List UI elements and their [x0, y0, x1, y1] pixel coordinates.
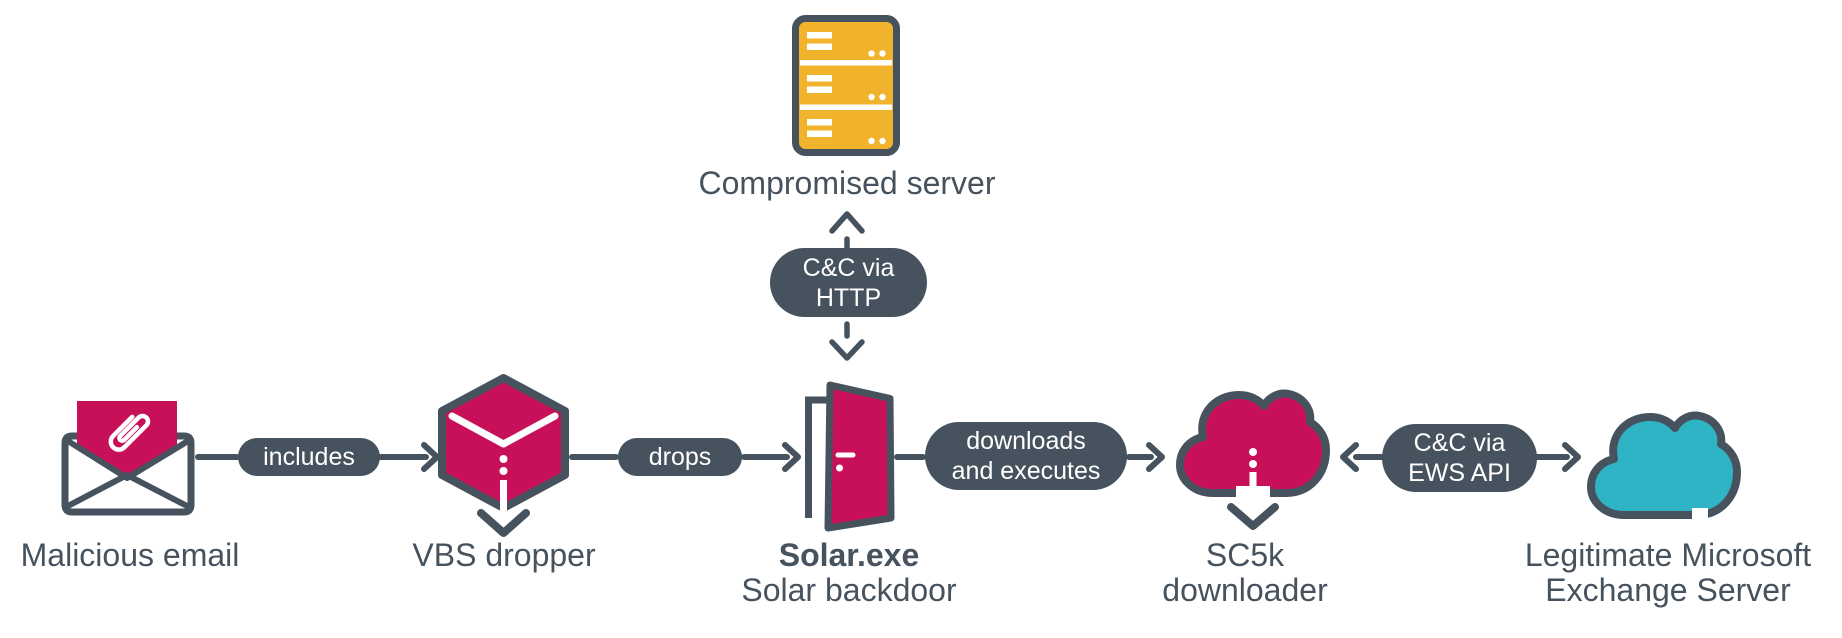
- downloads-line2: and executes: [951, 457, 1101, 485]
- includes-label: includes: [263, 443, 355, 471]
- sc5k-label-line1: SC5k: [1205, 537, 1285, 573]
- cc-ews-line1: C&C via: [1413, 429, 1506, 457]
- exchange-label-line1: Legitimate Microsoft: [1524, 537, 1812, 573]
- dropper-cube-icon: [438, 374, 569, 537]
- solar-exe-label: Solar.exe: [778, 537, 920, 573]
- paperclip-icon: [108, 413, 151, 452]
- email-attachment-icon: [61, 401, 195, 516]
- cloud-icon: [1587, 411, 1741, 522]
- malicious-email-label: Malicious email: [20, 537, 240, 573]
- arrow-includes-to-dropper: [378, 442, 440, 472]
- downloads-line1: downloads: [966, 427, 1086, 455]
- edge-pill-cc-ews: C&C via EWS API: [1382, 424, 1537, 492]
- dashed-arrow-up-to-server: [829, 211, 865, 254]
- edge-pill-drops: drops: [618, 438, 742, 476]
- compromised-server-label: Compromised server: [698, 165, 996, 201]
- edge-pill-downloads-executes: downloads and executes: [925, 422, 1127, 490]
- solar-backdoor-label: Solar backdoor: [741, 572, 957, 608]
- exchange-label-line2: Exchange Server: [1545, 572, 1791, 608]
- cc-http-line1: C&C via: [802, 253, 895, 282]
- edge-pill-includes: includes: [238, 438, 380, 476]
- cc-http-line2: HTTP: [815, 283, 882, 312]
- arrow-downloads-to-cloud: [1126, 442, 1165, 472]
- server-icon: [792, 15, 900, 156]
- drops-label: drops: [648, 443, 712, 471]
- edge-pill-cc-http: C&C via HTTP: [770, 248, 927, 317]
- vbs-dropper-label: VBS dropper: [412, 537, 596, 573]
- sc5k-label-line2: downloader: [1162, 572, 1328, 608]
- arrow-ews-to-sc5k: [1340, 442, 1385, 472]
- arrow-drops-to-door: [741, 442, 801, 472]
- open-door-icon: [805, 381, 895, 532]
- arrow-ews-to-exchange: [1534, 442, 1581, 472]
- dashed-arrow-down-to-backdoor: [829, 321, 865, 361]
- cc-ews-line2: EWS API: [1408, 459, 1511, 487]
- download-cloud-icon: [1176, 389, 1330, 530]
